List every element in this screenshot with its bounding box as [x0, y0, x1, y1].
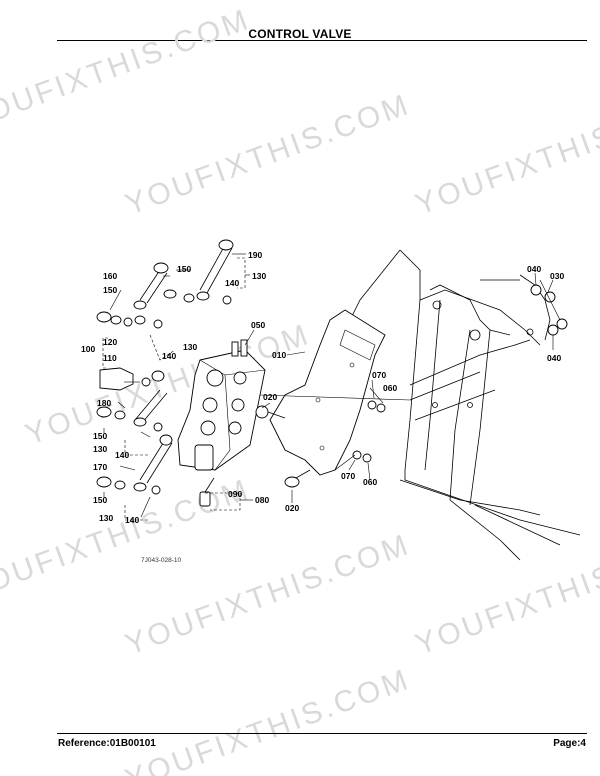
callout-140: 140 — [162, 351, 176, 361]
callout-labels: 190 160 150 130 140 150 050 100 120 110 … — [81, 250, 564, 564]
callout-060: 060 — [363, 477, 377, 487]
valve-bracket — [269, 309, 386, 476]
callout-090: 090 — [228, 489, 242, 499]
reference-number: Reference:01B00101 — [58, 738, 156, 749]
figure-code: 7J043-028-10 — [141, 557, 181, 564]
callout-060: 060 — [383, 383, 397, 393]
callout-050: 050 — [251, 320, 265, 330]
callout-140: 140 — [125, 515, 139, 525]
callout-120: 120 — [103, 337, 117, 347]
watermark-text: YOUFIXTHIS.COM — [121, 528, 415, 662]
callout-140: 140 — [115, 450, 129, 460]
frame-structure — [344, 249, 581, 561]
page-number: Page:4 — [553, 738, 586, 749]
callout-150: 150 — [93, 495, 107, 505]
header-divider — [57, 40, 587, 41]
callout-010: 010 — [272, 350, 286, 360]
hose-fittings — [96, 239, 568, 495]
callout-170: 170 — [93, 462, 107, 472]
callout-040: 040 — [527, 264, 541, 274]
callout-110: 110 — [103, 353, 117, 363]
watermark-text: YOUFIXTHIS.COM — [411, 528, 600, 662]
callout-160: 160 — [103, 271, 117, 281]
watermark-text: YOUFIXTHIS.COM — [0, 3, 255, 137]
callout-150: 150 — [93, 431, 107, 441]
callout-130: 130 — [99, 513, 113, 523]
leader-lines — [102, 253, 561, 521]
callout-030: 030 — [550, 271, 564, 281]
page-title: CONTROL VALVE — [248, 27, 352, 41]
callout-070: 070 — [372, 370, 386, 380]
callout-020: 020 — [263, 392, 277, 402]
callout-020: 020 — [285, 503, 299, 513]
control-valve-body — [177, 339, 266, 507]
watermark-text: YOUFIXTHIS.COM — [411, 88, 600, 222]
callout-130: 130 — [252, 271, 266, 281]
callout-080: 080 — [255, 495, 269, 505]
callout-130: 130 — [93, 444, 107, 454]
callout-130: 130 — [183, 342, 197, 352]
callout-070: 070 — [341, 471, 355, 481]
callout-180: 180 — [97, 398, 111, 408]
watermark-text: YOUFIXTHIS.COM — [121, 88, 415, 222]
watermark-text: YOUFIXTHIS.COM — [21, 318, 315, 452]
callout-100: 100 — [81, 344, 95, 354]
callout-150: 150 — [177, 264, 191, 274]
callout-140: 140 — [225, 278, 239, 288]
watermark-text: YOUFIXTHIS.COM — [121, 663, 415, 776]
callout-040: 040 — [547, 353, 561, 363]
callout-190: 190 — [248, 250, 262, 260]
footer-divider — [57, 733, 587, 734]
callout-150: 150 — [103, 285, 117, 295]
